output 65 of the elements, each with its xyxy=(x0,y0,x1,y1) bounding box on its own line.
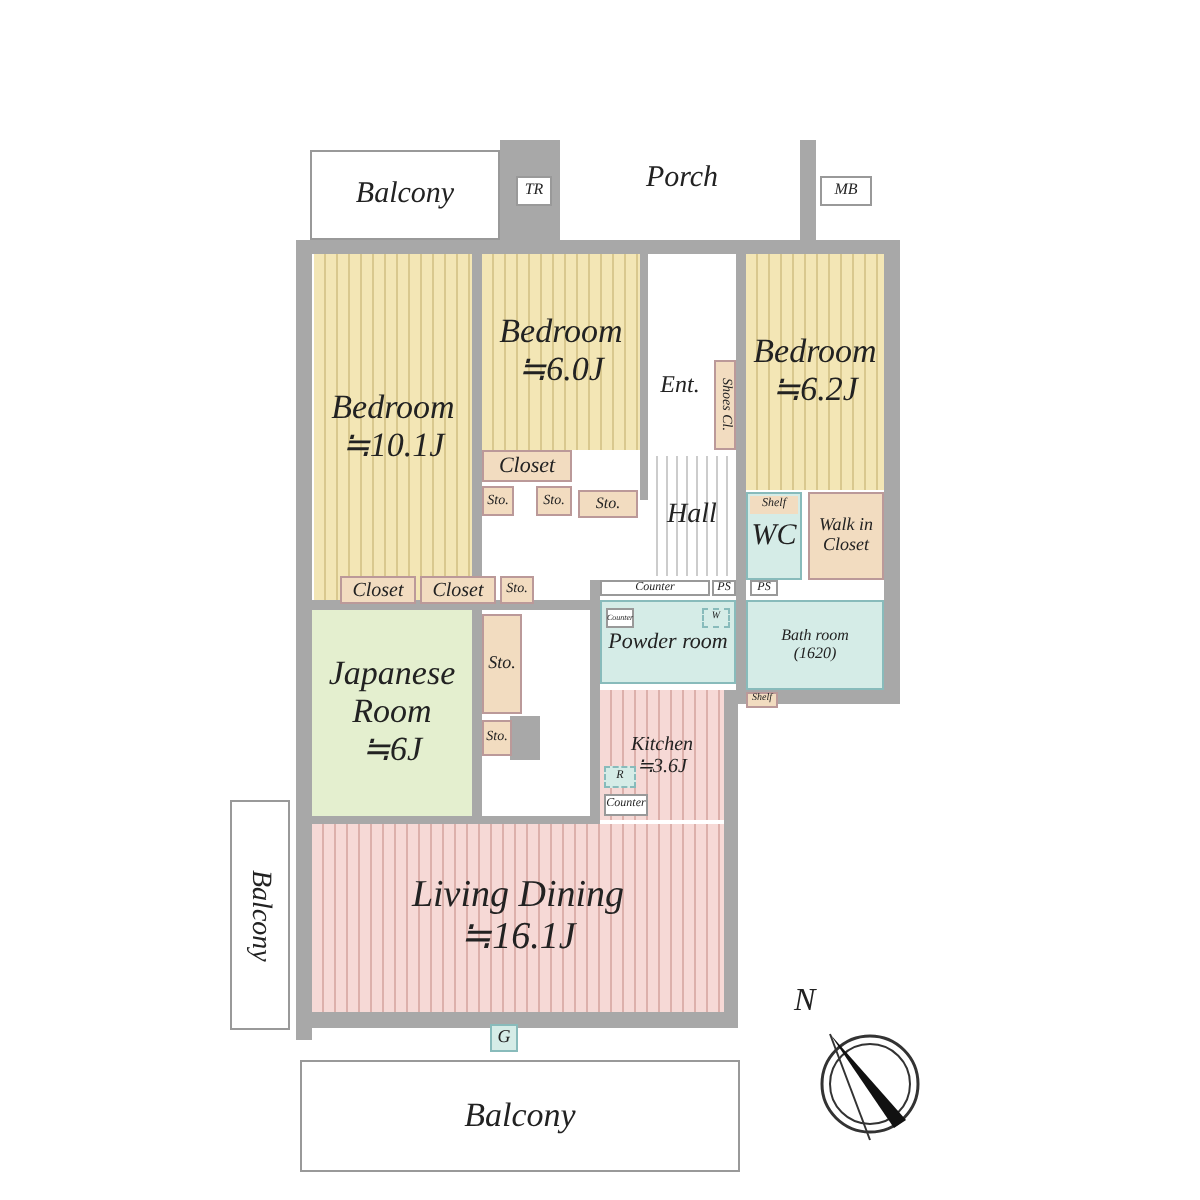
room-area xyxy=(312,610,472,816)
room-label: Sto. xyxy=(488,654,516,674)
room-label: Ent. xyxy=(660,371,700,399)
utility-area xyxy=(516,176,552,206)
counter-area xyxy=(606,608,634,628)
area-size: ≒6.0J xyxy=(518,352,604,390)
room-label: Closet xyxy=(498,453,556,479)
fixture-area xyxy=(702,608,730,628)
storage-area xyxy=(500,576,534,604)
area-size: ≒10.1J xyxy=(341,427,445,465)
room-label: Closet xyxy=(352,579,404,601)
balcony-area xyxy=(230,800,290,1030)
storage-area xyxy=(536,486,572,516)
area-size: ≒3.6J xyxy=(637,755,687,777)
closet-area xyxy=(808,492,884,580)
north-label: N xyxy=(794,984,816,1020)
room-label: Balcony xyxy=(244,869,276,961)
storage-area xyxy=(482,486,514,516)
storage-area xyxy=(578,490,638,518)
room-label: Sto. xyxy=(595,495,621,513)
utility-area xyxy=(820,176,872,206)
bath-area xyxy=(746,600,884,690)
room-label: Powder room xyxy=(608,629,728,655)
room-label: WC xyxy=(751,519,797,553)
utility-area xyxy=(490,1024,518,1052)
balcony-area xyxy=(310,150,500,240)
storage-area xyxy=(746,692,778,708)
area-size: ≒6.2J xyxy=(772,372,858,410)
room-label: Closet xyxy=(432,579,484,601)
shaft-area xyxy=(712,580,736,596)
room-area xyxy=(600,690,724,820)
room-label: Bedroom xyxy=(753,334,877,372)
room-label: Japanese Room xyxy=(326,656,458,732)
storage-area xyxy=(714,360,736,450)
room-label: Kitchen xyxy=(630,733,694,755)
room-label: Bedroom xyxy=(499,314,623,352)
room-area xyxy=(746,254,884,490)
storage-area xyxy=(482,720,512,756)
shaft-area xyxy=(750,580,778,596)
room-label: TR xyxy=(524,182,544,200)
room-label: MB xyxy=(834,182,858,200)
area-size: ≒16.1J xyxy=(460,918,576,960)
room-area xyxy=(312,824,724,1012)
area-size: ≒6J xyxy=(361,731,423,770)
room-label: Porch xyxy=(645,162,719,196)
storage-area xyxy=(420,576,496,604)
room-label: G xyxy=(497,1028,511,1048)
room-label: Hall xyxy=(667,500,717,532)
room-label: Balcony xyxy=(464,1097,576,1135)
toilet-area xyxy=(746,492,802,580)
storage-area xyxy=(482,450,572,482)
area-size: (1620) xyxy=(793,645,837,663)
balcony-area xyxy=(300,1060,740,1172)
room-area xyxy=(482,254,640,450)
room-label: Living Dining xyxy=(411,876,625,918)
room-area xyxy=(600,600,736,684)
storage-area xyxy=(750,496,798,514)
counter-area xyxy=(600,580,710,596)
storage-area xyxy=(482,614,522,714)
storage-area xyxy=(340,576,416,604)
room-label: Walk in Closet xyxy=(817,516,875,556)
room-label: Balcony xyxy=(355,178,455,212)
room-label: Bedroom xyxy=(331,389,455,427)
room-label: Bath room xyxy=(781,627,849,645)
fixture-area xyxy=(604,766,636,788)
